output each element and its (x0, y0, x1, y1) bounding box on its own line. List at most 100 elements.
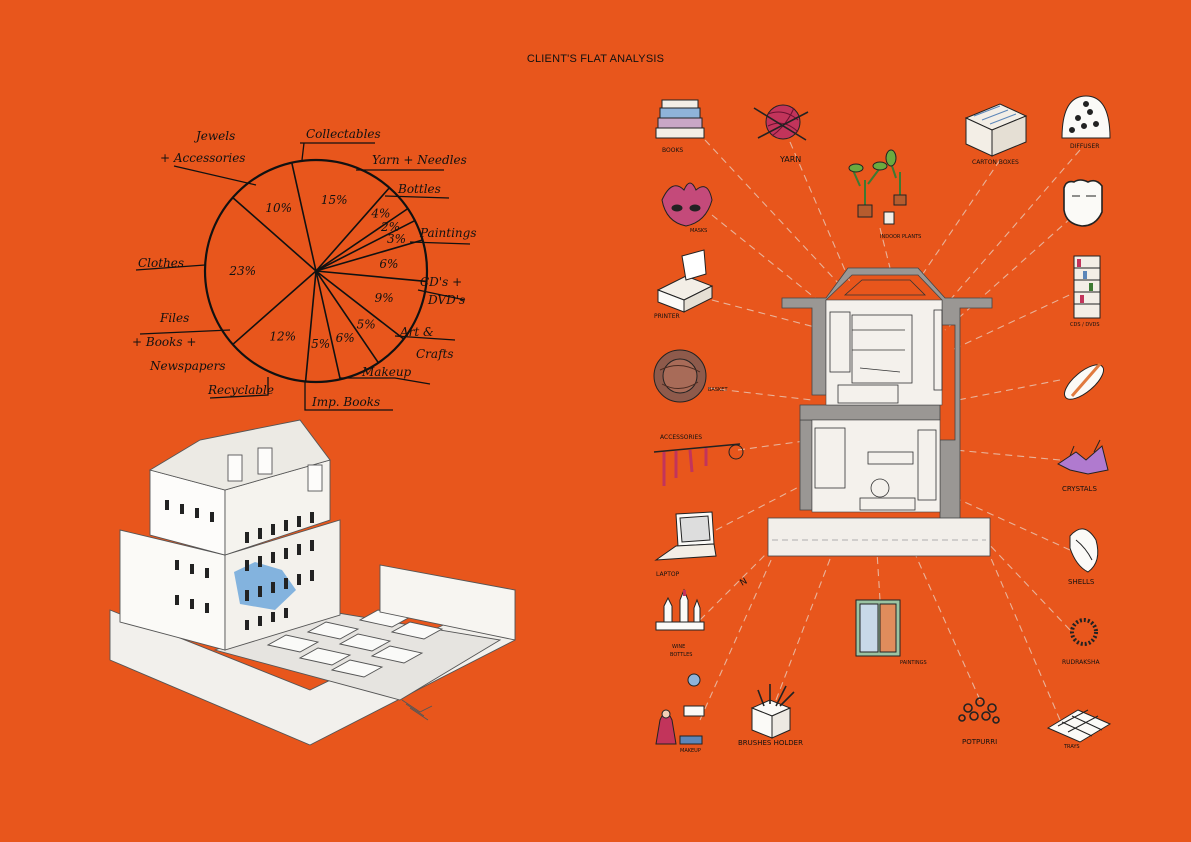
callout-bottles: Bottles (397, 182, 441, 196)
brush-holder-icon (750, 684, 795, 739)
leader-line (944, 209, 1081, 331)
leader-lines (699, 139, 1081, 721)
callout-line-files (139, 329, 231, 335)
callout-line-paintings (409, 241, 471, 245)
label-rudraksha: RUDRAKSHA (1062, 659, 1100, 666)
label-brushes-holder: BRUSHES HOLDER (738, 739, 803, 747)
makeup-icon (655, 673, 705, 745)
leader-line (707, 387, 813, 401)
label-indoor-plants: INDOOR PLANTS (880, 234, 921, 240)
callout-line-cds (417, 289, 466, 301)
label-basket: BASKET (708, 387, 728, 393)
glove-icon (1063, 179, 1103, 227)
pie-chart: 15%4%2%3%6%9%5%6%5%12%23%10% (203, 158, 429, 384)
label-crystals: CRYSTALS (1062, 485, 1097, 493)
yarn-icon (753, 104, 809, 141)
leader-line (949, 149, 1081, 301)
plan-room-upper (825, 299, 943, 406)
box-icon (964, 103, 1028, 157)
leader-line (989, 555, 1061, 721)
diffuser-icon (1061, 95, 1111, 139)
leader-line (984, 539, 1071, 631)
pie-divider (315, 187, 390, 272)
callout-line-impbooks (304, 381, 393, 411)
label-shells: SHELLS (1068, 578, 1095, 586)
item-icons (653, 95, 1112, 745)
pie-slice-label: 3% (387, 232, 406, 246)
label-carton-boxes: CARTON BOXES (972, 159, 1019, 166)
pie-divider (315, 207, 409, 272)
north-marker: N (739, 577, 750, 589)
pie-slice-label: 6% (379, 257, 398, 271)
label-printer: PRINTER (654, 313, 680, 320)
callout-art-2: Crafts (416, 347, 454, 361)
floor-plan: N (699, 139, 1081, 721)
label-cds-dvds: CDS / DVDS (1070, 322, 1100, 328)
callout-paintings: Paintings (419, 226, 476, 240)
label-laptop: LAPTOP (656, 571, 680, 578)
leader-line (919, 159, 1001, 279)
leader-line (711, 214, 831, 311)
pie-slice-label: 5% (357, 317, 376, 331)
shell-icon (1069, 528, 1099, 573)
rooflights (266, 609, 444, 678)
callout-yarn: Yarn + Needles (372, 153, 467, 167)
leader-line (959, 499, 1071, 551)
plan-terrace (767, 517, 991, 557)
pie-divider (315, 270, 427, 283)
leader-line (954, 449, 1061, 461)
callout-collectables: Collectables (306, 127, 381, 141)
page-title: CLIENT'S FLAT ANALYSIS (526, 53, 665, 65)
basket-icon (653, 349, 707, 403)
callout-jewels-2: + Accessories (160, 151, 245, 165)
callout-impbooks: Imp. Books (311, 395, 380, 409)
mask-icon (661, 182, 713, 227)
laptop-icon (654, 511, 717, 561)
books-icon (655, 99, 705, 139)
pie-slice-label: 9% (375, 291, 394, 305)
leader-line (957, 379, 1061, 401)
callout-line-clothes (135, 264, 206, 271)
label-books: BOOKS (662, 147, 683, 154)
callout-line-collectables (300, 142, 375, 161)
leader-line (715, 479, 813, 531)
callout-clothes: Clothes (138, 256, 184, 270)
shelf-icon (1073, 255, 1101, 319)
pie-divider (232, 270, 317, 346)
callout-line-jewels (173, 165, 257, 186)
windows (165, 500, 314, 630)
pie-slice-label: 6% (336, 331, 355, 345)
callout-recyclable: Recyclable (207, 383, 274, 397)
label-wine-1: WINE (672, 644, 685, 650)
pie-callouts (135, 142, 471, 411)
painting-icon (855, 599, 901, 657)
leader-line (711, 299, 827, 331)
pie-slice-label: 12% (269, 329, 296, 343)
label-masks: MASKS (690, 228, 707, 234)
callout-line-bottles (384, 195, 450, 199)
callout-files-1: Files (159, 311, 189, 325)
pie-divider (304, 270, 317, 382)
leader-line (704, 139, 841, 286)
potpurri-icon (958, 697, 1000, 724)
label-accessories: ACCESSORIES (660, 434, 702, 441)
pie-divider (290, 162, 317, 272)
label-wine-2: BOTTLES (670, 652, 692, 658)
label-diffuser: DIFFUSER (1070, 143, 1099, 150)
steps (401, 699, 433, 721)
callout-cds-2: DVD's (427, 293, 465, 307)
plan-furniture (814, 279, 943, 511)
item-labels: BOOKS YARN INDOOR PLANTS CARTON BOXES DI… (654, 143, 1100, 754)
pie-slice-label: 5% (311, 337, 330, 351)
pie-slice-label: 4% (370, 207, 390, 221)
callout-files-3: Newspapers (149, 359, 226, 373)
leader-line (899, 519, 981, 701)
callout-jewels-1: Jewels (193, 129, 235, 143)
tray-icon (1046, 709, 1112, 743)
callout-cds-1: CD's + (420, 275, 462, 289)
accessories-icon (653, 443, 744, 486)
plan-room-lower (811, 419, 941, 513)
label-makeup: MAKEUP (680, 748, 701, 754)
callout-line-recyclable (209, 377, 269, 399)
